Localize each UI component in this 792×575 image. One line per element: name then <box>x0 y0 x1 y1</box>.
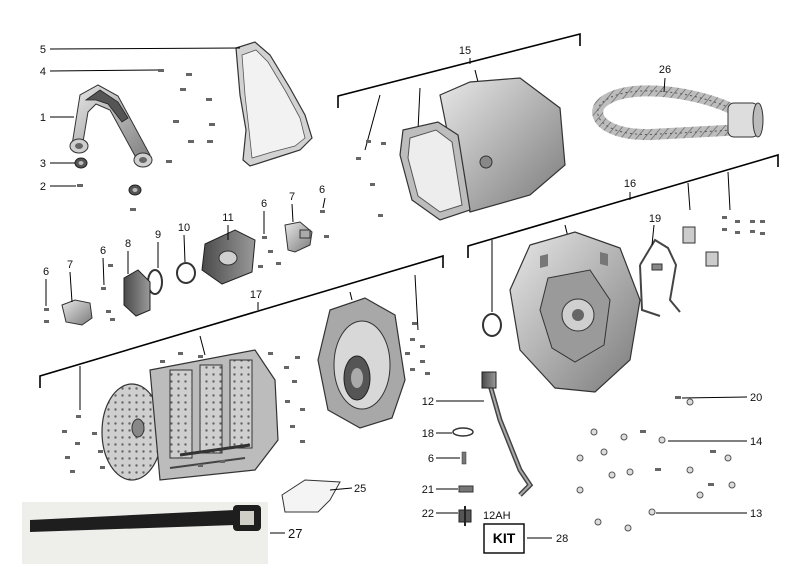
callout-28: 28 <box>556 533 568 545</box>
callout-7-upper: 7 <box>289 191 295 203</box>
callout-6-mid: 6 <box>261 198 267 210</box>
grommet-top <box>74 157 88 169</box>
callout-16: 16 <box>624 178 636 190</box>
callout-5: 5 <box>40 44 46 56</box>
callout-7-lower: 7 <box>67 259 73 271</box>
screws-handle-area <box>77 69 325 213</box>
hinge-plate-upper <box>682 226 696 244</box>
screws-housing-area <box>356 140 386 217</box>
callout-20: 20 <box>750 392 762 404</box>
callout-27: 27 <box>288 526 302 541</box>
callout-6-upper-right: 6 <box>319 184 325 196</box>
drain-hose <box>481 371 534 497</box>
leader-lines <box>45 47 748 539</box>
callout-15: 15 <box>459 45 471 57</box>
wire-bail <box>639 238 681 317</box>
gasket-cover <box>235 41 313 167</box>
strap-photo <box>22 502 268 564</box>
callout-6-left: 6 <box>43 266 49 278</box>
callout-3: 3 <box>40 158 46 170</box>
bracket-clip-upper <box>284 221 313 253</box>
hinge-plate-lower <box>705 251 719 267</box>
kit-label: KIT <box>493 530 516 546</box>
callout-22: 22 <box>422 508 434 520</box>
callout-8: 8 <box>125 238 131 250</box>
grommet-lower <box>128 184 142 196</box>
callout-14: 14 <box>750 436 762 448</box>
callout-19: 19 <box>649 213 661 225</box>
valve-22 <box>458 506 472 526</box>
callout-12ah: 12AH <box>483 510 511 522</box>
callout-12: 12 <box>422 396 434 408</box>
housing-shroud <box>399 77 566 221</box>
callout-13: 13 <box>750 508 762 520</box>
callout-10: 10 <box>178 222 190 234</box>
screws-mid-area <box>44 235 329 323</box>
fitting-21 <box>458 485 474 493</box>
screw-6-lower <box>461 451 467 465</box>
o-ring-18 <box>452 427 474 437</box>
callout-11: 11 <box>222 212 233 224</box>
callout-2: 2 <box>40 181 46 193</box>
screws-right-top <box>722 216 765 235</box>
callout-6-lower: 6 <box>428 453 434 465</box>
mount-block-11 <box>201 229 256 285</box>
handle <box>69 84 153 168</box>
callout-18: 18 <box>422 428 434 440</box>
callout-6-left-mid: 6 <box>100 245 106 257</box>
washers-right <box>576 398 736 532</box>
callout-21: 21 <box>422 484 434 496</box>
callout-1: 1 <box>40 112 46 124</box>
callout-9: 9 <box>155 229 161 241</box>
backplate-housing <box>509 231 641 393</box>
drum-cage <box>149 349 279 481</box>
callout-labels: 5 4 1 3 2 6 7 6 11 10 9 8 6 7 6 15 26 16… <box>40 44 762 545</box>
kit-box: KIT <box>483 523 525 554</box>
label-sheet <box>281 479 341 513</box>
end-disc-perforated <box>101 383 163 481</box>
bracket-clip-lower <box>61 299 93 326</box>
bracket-8 <box>123 269 151 317</box>
screws-drum-area <box>62 322 430 473</box>
callout-25: 25 <box>354 483 366 495</box>
callout-4: 4 <box>40 66 46 78</box>
callout-26: 26 <box>659 64 671 76</box>
screws-right-bottom <box>640 396 716 486</box>
o-ring-10 <box>176 262 196 284</box>
callout-17: 17 <box>250 289 262 301</box>
bracket-17 <box>39 254 444 410</box>
rope-handle <box>592 85 764 141</box>
clutch-plate <box>317 297 406 429</box>
o-ring-backplate <box>482 313 502 337</box>
